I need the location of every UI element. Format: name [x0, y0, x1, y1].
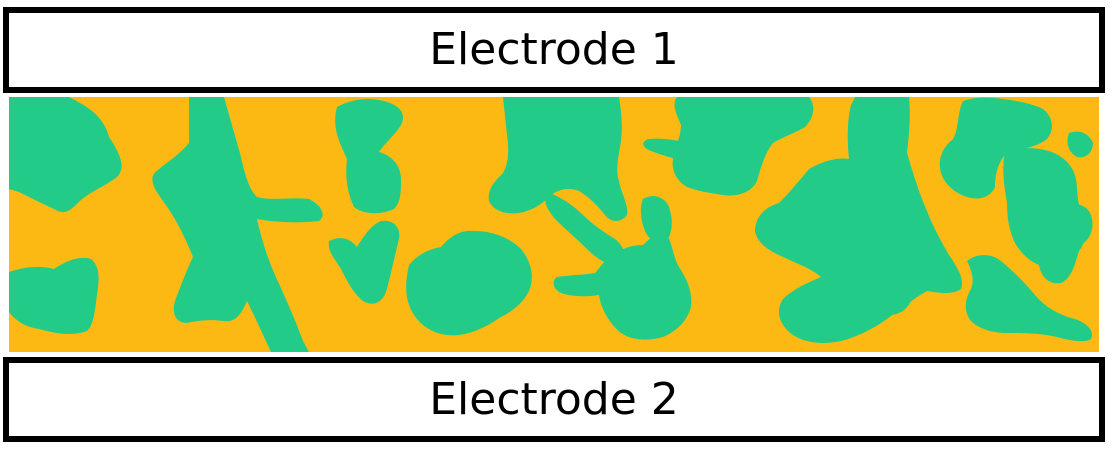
electrode-2-label: Electrode 2: [429, 373, 679, 425]
domain-region-3: [152, 97, 323, 352]
domain-region-18: [1067, 131, 1093, 158]
domain-region-9: [553, 233, 692, 340]
domain-region-7: [488, 97, 628, 221]
domain-region-6: [406, 230, 532, 336]
domain-region-16: [1003, 148, 1087, 284]
domain-region-8: [545, 193, 624, 265]
electrode-2: Electrode 2: [3, 357, 1105, 442]
electrode-1-label: Electrode 1: [429, 24, 679, 75]
domain-region-19: [1059, 204, 1093, 246]
domain-region-2: [9, 257, 99, 335]
domain-region-10: [640, 196, 672, 243]
domain-phase: [9, 97, 1093, 352]
domain-region-11: [672, 97, 814, 196]
domain-region-4: [335, 99, 404, 214]
domain-region-14: [867, 268, 914, 316]
domain-region-5: [328, 220, 400, 304]
domain-region-17: [965, 255, 1093, 342]
domain-region-1: [9, 97, 122, 213]
electrode-1: Electrode 1: [3, 7, 1105, 93]
blend-morphology: [9, 97, 1099, 352]
active-layer: [9, 97, 1099, 352]
domain-region-12: [643, 138, 716, 163]
domain-region-15: [939, 97, 1052, 199]
